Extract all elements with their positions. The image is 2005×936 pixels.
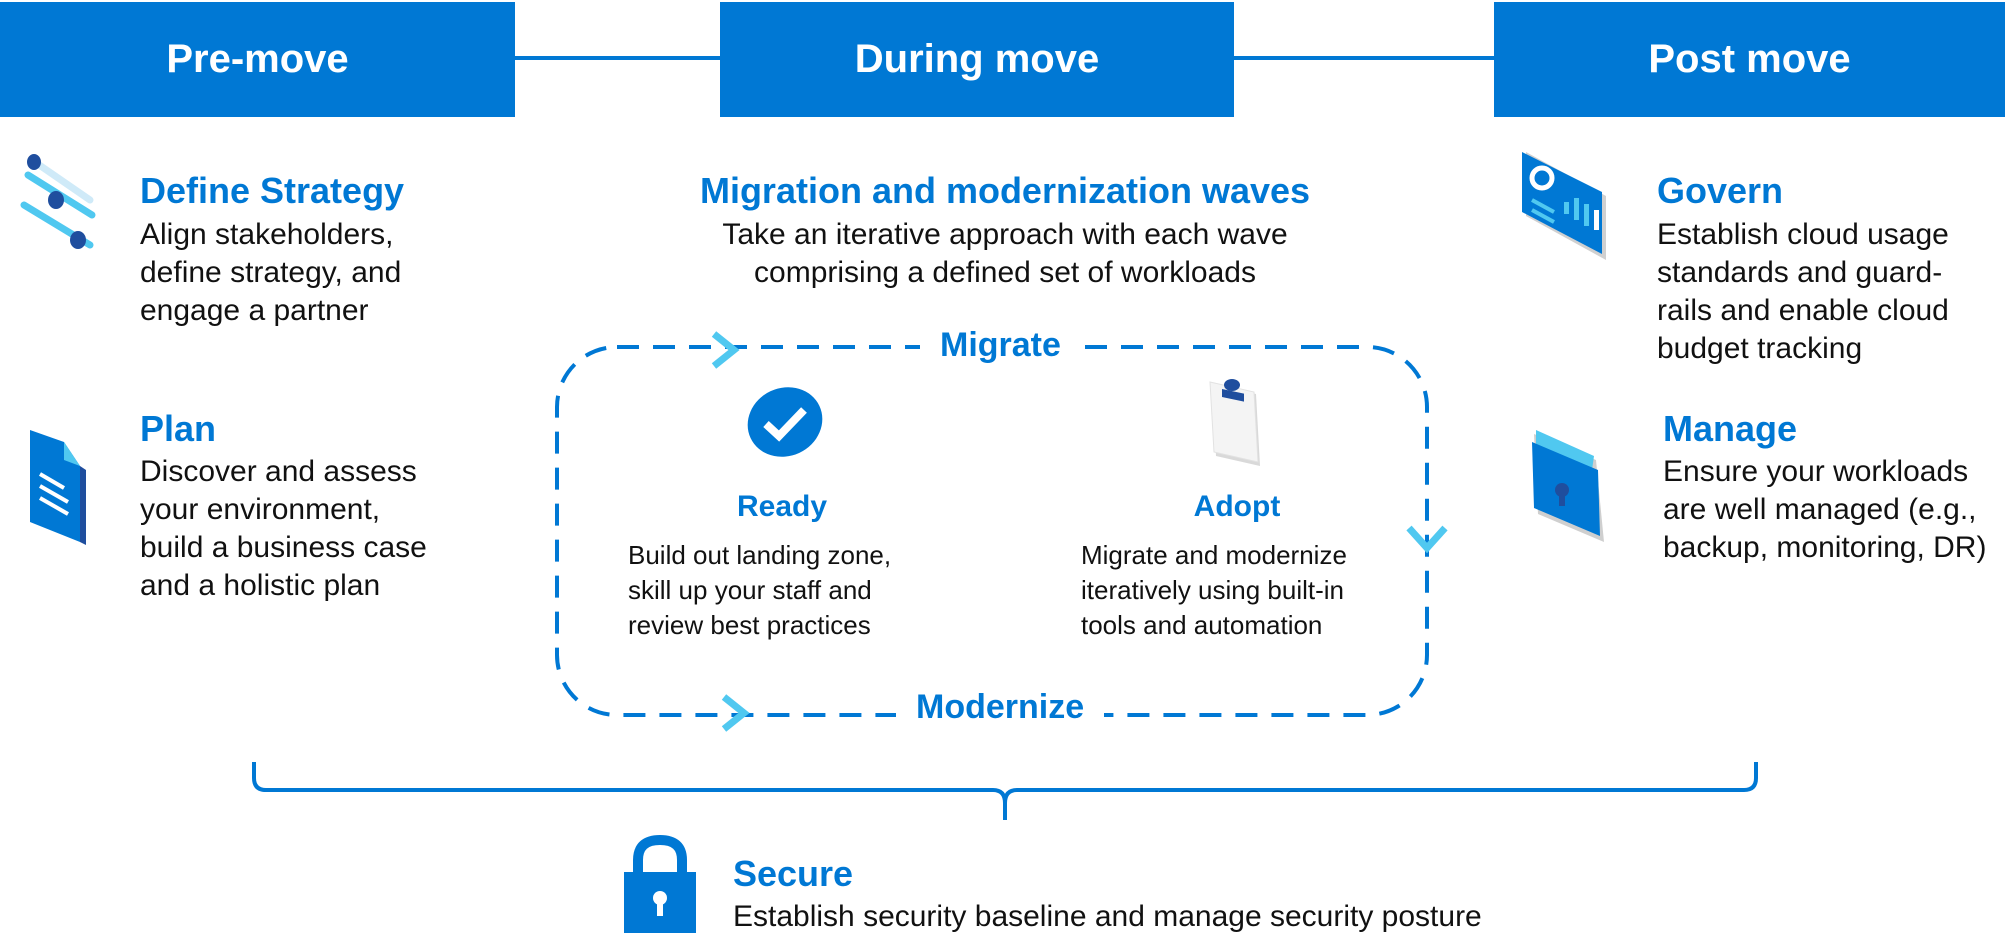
waves-desc: Take an iterative approach with each wav…: [722, 218, 1288, 289]
document-icon: [30, 430, 86, 545]
ready-desc: Build out landing zone, skill up your st…: [628, 540, 892, 640]
chevron-right-icon: [711, 331, 740, 369]
manage-title: Manage: [1663, 408, 1798, 449]
manage-desc: Ensure your workloads are well managed (…: [1663, 455, 1987, 564]
phase-connector-1: [515, 56, 720, 60]
ready-title: Ready: [736, 490, 828, 523]
migrate-label: Migrate: [920, 326, 1081, 365]
dashboard-monitor-icon: [1522, 152, 1606, 260]
phase-during-move: During move: [720, 2, 1234, 117]
chevron-right-icon: [721, 694, 750, 732]
chevron-down-icon: [1406, 525, 1448, 554]
waves-title: Migration and modernization waves: [699, 170, 1311, 211]
locked-folder-icon: [1532, 430, 1604, 542]
phase-post-move: Post move: [1494, 2, 2005, 117]
phase-connector-2: [1234, 56, 1494, 60]
strategy-sliders-icon: [20, 154, 96, 249]
padlock-icon: [624, 834, 696, 933]
adopt-title: Adopt: [1193, 490, 1281, 523]
clipboard-icon: [1209, 379, 1260, 466]
plan-title: Plan: [140, 408, 217, 449]
govern-title: Govern: [1657, 170, 1784, 211]
define-strategy-title: Define Strategy: [140, 170, 405, 211]
modernize-label: Modernize: [896, 688, 1105, 727]
govern-desc: Establish cloud usage standards and guar…: [1657, 218, 1949, 365]
secure-desc: Establish security baseline and manage s…: [733, 900, 1482, 933]
phase-pre-move: Pre-move: [0, 2, 515, 117]
adopt-desc: Migrate and modernize iteratively using …: [1081, 540, 1347, 640]
checkmark-badge-icon: [747, 387, 823, 457]
plan-desc: Discover and assess your environment, bu…: [140, 455, 427, 602]
define-strategy-desc: Align stakeholders, define strategy, and…: [140, 218, 402, 327]
secure-title: Secure: [733, 853, 854, 894]
